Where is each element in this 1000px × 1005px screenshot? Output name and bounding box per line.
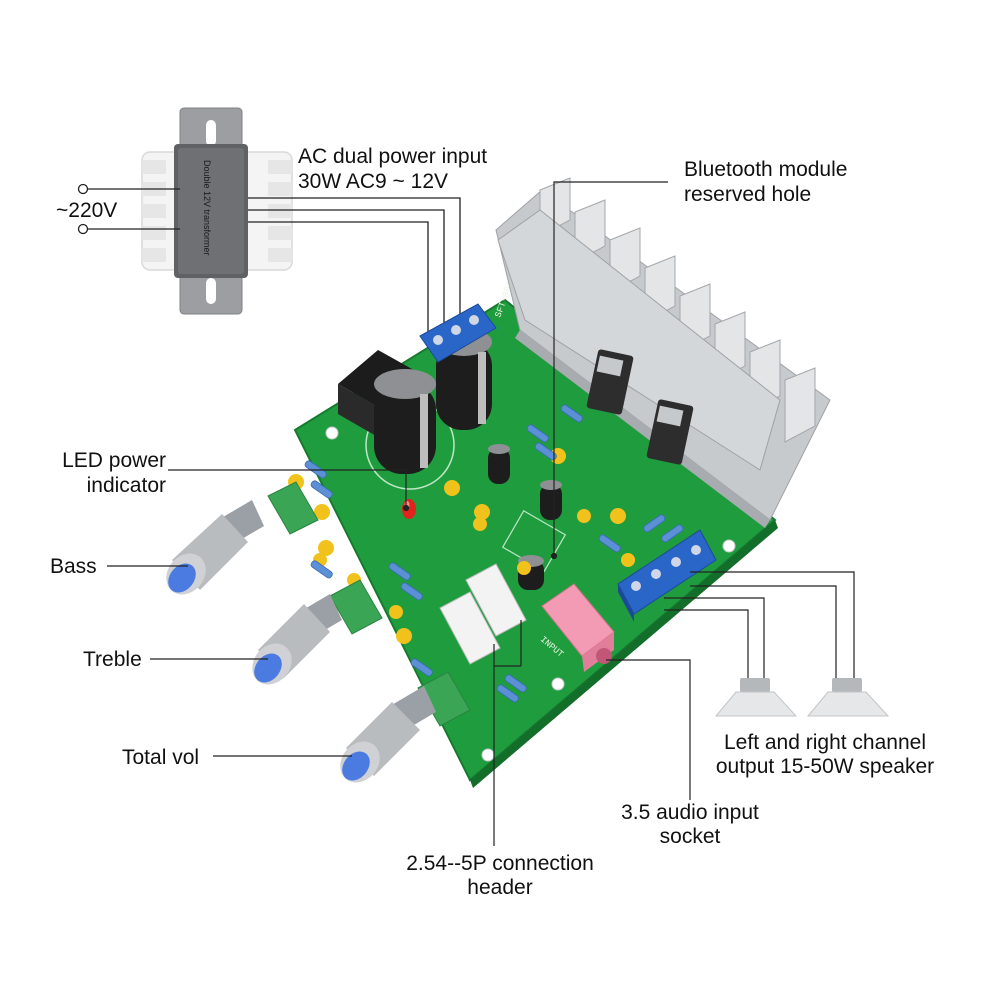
- bluetooth-label-line2: reserved hole: [684, 183, 812, 206]
- led-label-line1: LED power: [62, 449, 166, 472]
- connection-header: [439, 563, 527, 665]
- output-terminal-block: [617, 529, 717, 622]
- ac-input-label-line2: 30W AC9 ~ 12V: [298, 170, 449, 193]
- bass-label: Bass: [50, 555, 97, 578]
- total-vol-label: Total vol: [122, 746, 200, 769]
- header-label-line2: header: [467, 876, 533, 899]
- speaker-label-line1: Left and right channel: [724, 731, 926, 754]
- callout-lines: [107, 181, 855, 846]
- transformer-icon: Double 12V transformer: [141, 107, 293, 315]
- total-vol-knob[interactable]: [332, 671, 471, 790]
- heatsink-icon: [495, 177, 831, 528]
- ac-input-label-line1: AC dual power input: [298, 145, 488, 168]
- terminal-block-icon: [419, 303, 497, 363]
- audio-input-label-line2: socket: [659, 825, 721, 848]
- bluetooth-label-line1: Bluetooth module: [684, 158, 848, 181]
- transformer-text: Double 12V transformer: [202, 160, 212, 256]
- treble-knob[interactable]: [244, 579, 383, 692]
- led-label-line2: indicator: [86, 474, 166, 497]
- mains-wires: [77, 183, 461, 342]
- bass-knob[interactable]: [158, 481, 319, 602]
- audio-input-label-line1: 3.5 audio input: [621, 801, 759, 824]
- speaker-icon: [806, 678, 890, 717]
- speaker-label-line2: output 15-50W speaker: [715, 755, 935, 778]
- mains-label: ~220V: [56, 199, 118, 222]
- speaker-icon: [714, 678, 798, 717]
- header-label-line1: 2.54--5P connection: [406, 852, 594, 875]
- treble-label: Treble: [83, 648, 142, 671]
